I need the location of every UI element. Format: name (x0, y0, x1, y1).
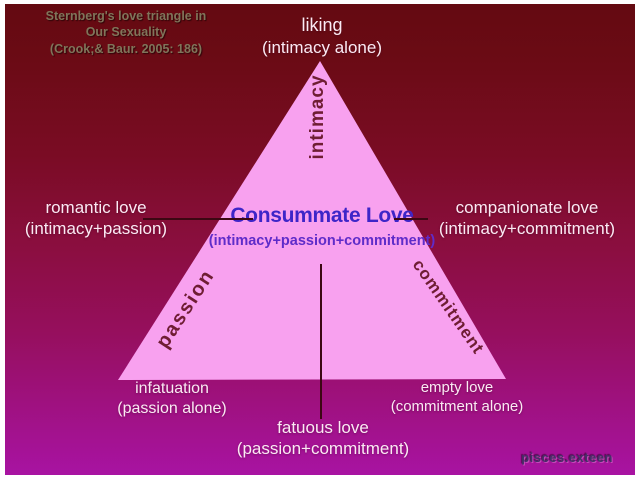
component-intimacy: intimacy (307, 74, 328, 160)
label-companionate-love: companionate love (intimacy+commitment) (421, 197, 633, 240)
infatuation-formula: (passion alone) (117, 400, 227, 417)
companionate-formula: (intimacy+commitment) (438, 219, 616, 239)
liking-formula: (intimacy alone) (262, 37, 382, 57)
source-citation: Sternberg's love triangle in Our Sexuali… (10, 8, 242, 57)
label-infatuation: infatuation (passion alone) (82, 379, 262, 419)
fatuous-name: fatuous love (277, 418, 369, 437)
infatuation-name: infatuation (135, 380, 209, 397)
watermark-credit: pisces.exteen (521, 450, 613, 465)
liking-name: liking (301, 15, 343, 35)
citation-line-1: Sternberg's love triangle in (45, 9, 207, 23)
label-fatuous-love: fatuous love (passion+commitment) (213, 417, 433, 460)
connector-line-bottom (320, 264, 322, 419)
diagram-canvas: Sternberg's love triangle in Our Sexuali… (5, 4, 635, 475)
label-romantic-love: romantic love (intimacy+passion) (5, 197, 196, 240)
romantic-name: romantic love (45, 198, 147, 217)
label-liking: liking (intimacy alone) (217, 14, 427, 58)
label-consummate-love: Consummate Love (230, 204, 414, 227)
citation-line-2: Our Sexuality (85, 25, 167, 40)
connector-line-left (143, 218, 253, 220)
label-empty-love: empty love (commitment alone) (362, 379, 552, 417)
romantic-formula: (intimacy+passion) (24, 219, 168, 239)
connector-line-right (394, 218, 428, 220)
empty-love-formula: (commitment alone) (390, 397, 524, 415)
consummate-formula: (intimacy+passion+commitment) (208, 233, 436, 249)
companionate-name: companionate love (455, 198, 599, 217)
empty-love-name: empty love (420, 379, 494, 396)
fatuous-formula: (passion+commitment) (236, 439, 410, 459)
citation-line-3: (Crook;& Baur. 2005: 186) (49, 41, 203, 56)
